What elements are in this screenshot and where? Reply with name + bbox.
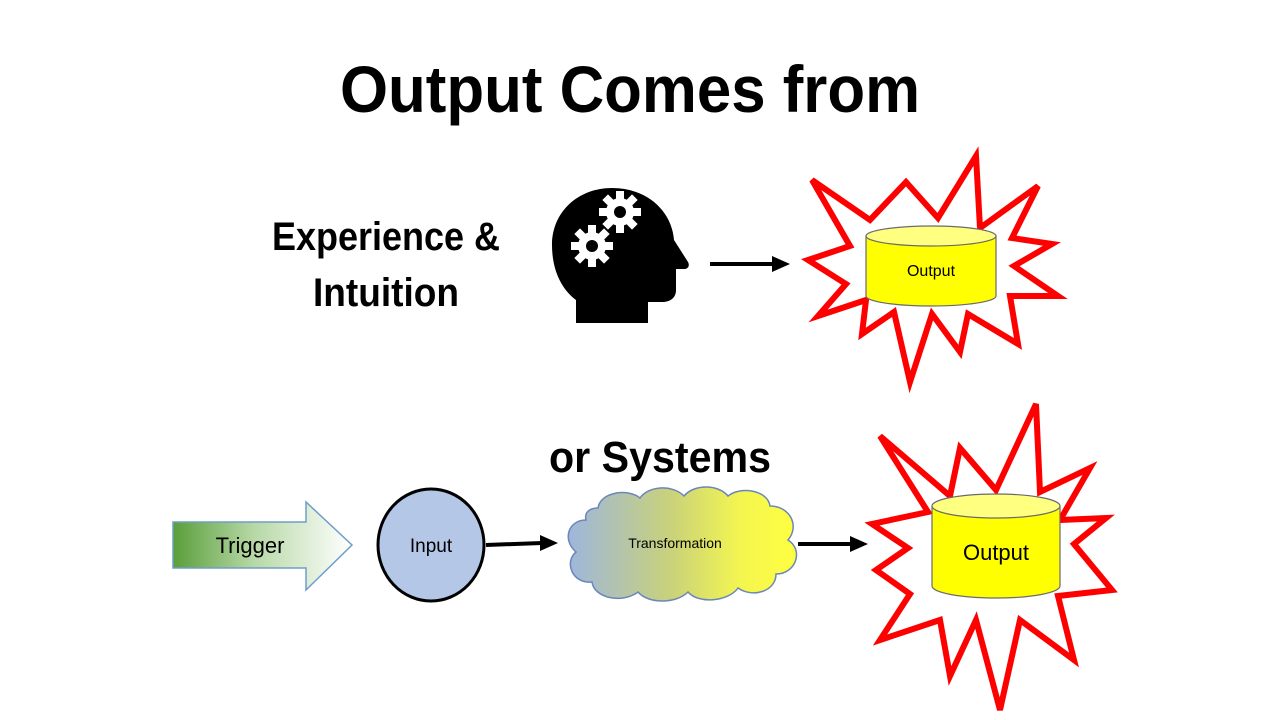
trigger-label: Trigger — [216, 533, 285, 558]
systems-heading: or Systems — [549, 433, 771, 482]
experience-label-line1: Experience & — [272, 215, 500, 259]
arrow-head-to-output — [710, 256, 790, 272]
experience-label-line2: Intuition — [313, 271, 459, 315]
arrow-transformation-to-output — [798, 536, 868, 552]
slide-title: Output Comes from — [340, 52, 920, 126]
output-cylinder-top: Output — [865, 225, 997, 307]
transformation-cloud: Transformation — [567, 486, 798, 602]
trigger-arrow: Trigger — [172, 500, 354, 592]
input-node: Input — [376, 487, 486, 603]
output-label-top: Output — [907, 263, 956, 280]
arrow-input-to-transformation — [485, 535, 558, 551]
input-label: Input — [410, 536, 453, 557]
head-gears-icon — [552, 188, 689, 323]
transformation-label: Transformation — [628, 535, 722, 551]
output-cylinder-bottom: Output — [931, 493, 1061, 599]
output-label-bottom: Output — [963, 540, 1029, 565]
